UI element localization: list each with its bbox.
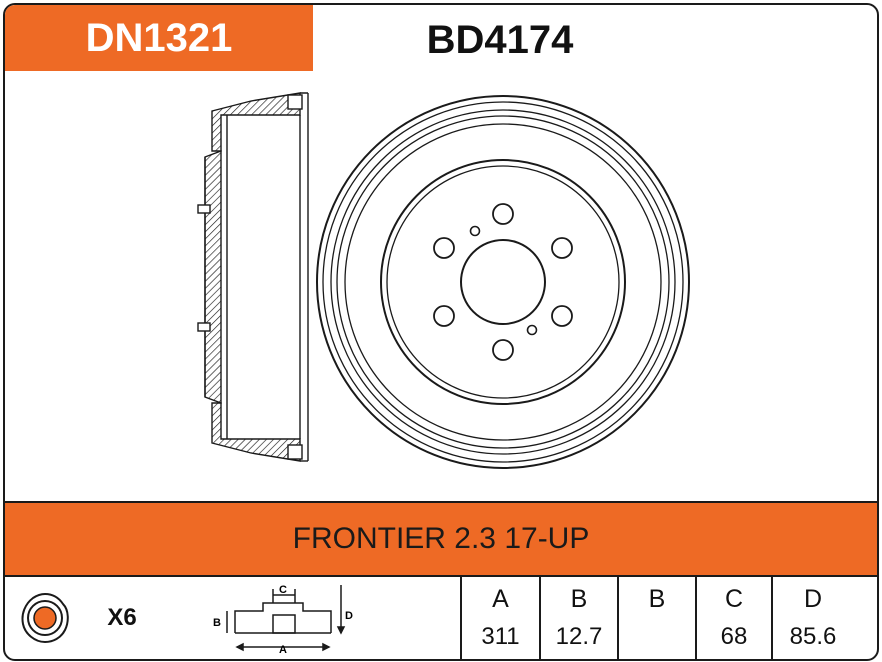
profile-label-c: C	[279, 584, 287, 596]
column-divider	[771, 577, 773, 659]
reference-number: BD4174	[426, 17, 574, 62]
brake-drum-drawing	[197, 92, 690, 469]
drum-hub-icon	[5, 577, 85, 659]
column-value-b: 12.7	[555, 623, 603, 650]
column-header-c: C	[724, 585, 744, 613]
column-value-d: 85.6	[789, 623, 837, 650]
column-header-b2: B	[648, 585, 666, 613]
stud-quantity: X6	[107, 604, 137, 631]
column-divider	[617, 577, 619, 659]
vehicle-application: FRONTIER 2.3 17-UP	[292, 522, 590, 555]
column-value-c: 68	[720, 623, 748, 650]
column-header-d: D	[803, 585, 823, 613]
drum-profile-diagram: A B C D	[213, 584, 353, 655]
column-header-b: B	[570, 585, 588, 613]
profile-label-b: B	[213, 617, 221, 629]
part-number: DN1321	[85, 15, 233, 60]
drum-front-view	[316, 95, 690, 469]
column-divider	[460, 577, 462, 659]
column-value-a: 311	[481, 623, 520, 650]
spec-row: X6 A B C D	[5, 577, 877, 659]
part-number-tab: DN1321	[5, 5, 313, 71]
column-header-a: A	[492, 585, 509, 613]
vehicle-application-band: FRONTIER 2.3 17-UP	[5, 501, 877, 577]
spec-sheet-frame: DN1321 BD4174	[3, 3, 879, 661]
column-divider	[539, 577, 541, 659]
profile-label-a: A	[279, 644, 287, 655]
profile-label-d: D	[345, 610, 353, 622]
column-divider	[695, 577, 697, 659]
drum-side-section	[197, 92, 309, 462]
